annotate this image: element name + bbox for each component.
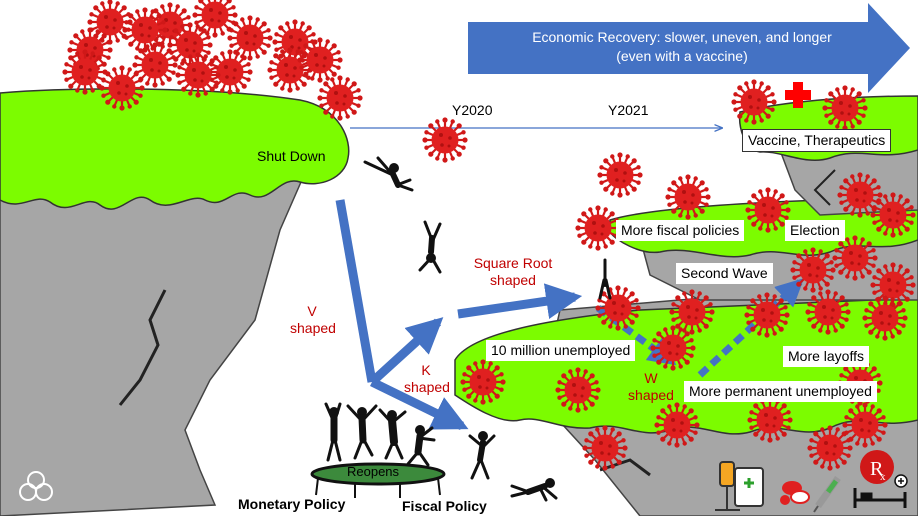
monetary-policy-label: Monetary Policy <box>238 496 346 512</box>
year-2021-label: Y2021 <box>608 102 649 118</box>
more-fiscal-policies-label: More fiscal policies <box>616 220 745 241</box>
trampoline-icon <box>310 462 446 498</box>
logo-icon <box>19 471 53 501</box>
recovery-banner: Economic Recovery: slower, uneven, and l… <box>468 22 896 74</box>
second-wave-label: Second Wave <box>676 263 773 284</box>
vaccine-therapeutics-label: Vaccine, Therapeutics <box>742 129 892 152</box>
banner-line-1: Economic Recovery: slower, uneven, and l… <box>532 29 832 45</box>
shutdown-label: Shut Down <box>257 148 326 164</box>
reopens-label: Reopens <box>347 464 400 479</box>
w-shaped-line-1: W <box>644 370 658 386</box>
jumping-person-icon <box>324 402 436 467</box>
election-label: Election <box>785 220 845 241</box>
recovery-arrows <box>335 199 805 431</box>
pills-icon <box>780 481 810 505</box>
v-shaped-line-1: V <box>307 303 317 319</box>
banner-line-2: (even with a vaccine) <box>616 48 748 64</box>
falling-person-icon <box>363 156 414 192</box>
rx-icon: R x <box>860 450 908 488</box>
unemployed-label: 10 million unemployed <box>486 340 636 361</box>
left-cliff <box>0 88 350 516</box>
hospital-bed-icon <box>853 488 907 508</box>
fiscal-policy-label: Fiscal Policy <box>402 498 487 514</box>
more-layoffs-label: More layoffs <box>783 346 869 367</box>
first-aid-kit-icon <box>734 467 764 507</box>
iv-drip-icon <box>715 461 740 511</box>
rx-x-label: x <box>880 471 886 483</box>
square-root-shaped-label: Square Root shaped <box>465 255 561 289</box>
falling-person-icon <box>418 220 442 274</box>
square-root-line-1: Square Root <box>473 255 553 271</box>
v-shaped-label: V shaped <box>290 303 336 337</box>
k-shaped-line-2: shaped <box>404 378 450 395</box>
banner-arrow <box>468 3 910 93</box>
year-2020-label: Y2020 <box>452 102 493 118</box>
k-shaped-label: K shaped <box>404 362 450 396</box>
red-cross-icon <box>785 82 811 108</box>
rx-label: R <box>870 458 884 480</box>
falling-person-icon <box>510 478 558 502</box>
k-shaped-line-1: K <box>421 362 431 378</box>
w-shaped-line-2: shaped <box>628 386 674 403</box>
v-shaped-line-2: shaped <box>290 319 336 336</box>
square-root-line-2: shaped <box>490 271 536 288</box>
permanent-unemployed-label: More permanent unemployed <box>684 381 877 402</box>
w-shaped-label: W shaped <box>627 370 675 404</box>
falling-person-icon <box>468 431 496 480</box>
syringe-icon <box>813 475 841 513</box>
falling-person-icon <box>598 258 612 300</box>
